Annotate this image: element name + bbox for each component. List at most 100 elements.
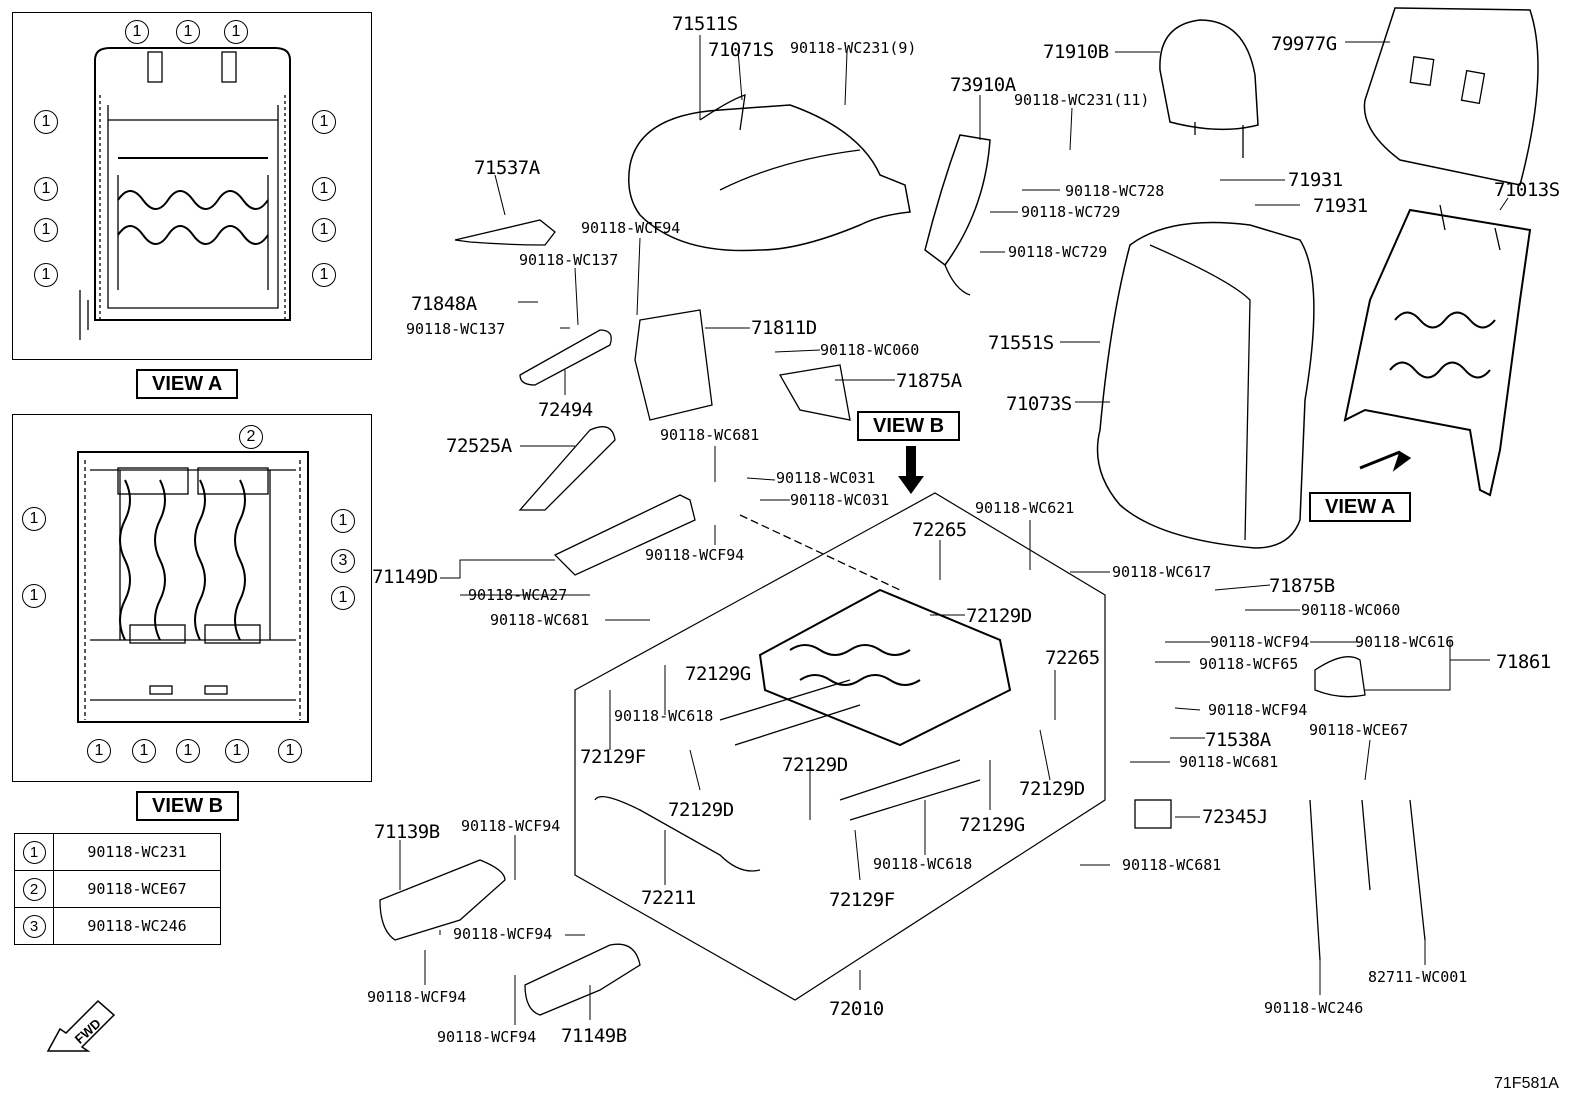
part-label: 72265 bbox=[1045, 647, 1100, 669]
view-a-callout: 1 bbox=[125, 20, 149, 44]
legend-row: 2 90118-WCE67 bbox=[14, 870, 221, 908]
part-label: 90118-WC031 bbox=[790, 491, 890, 509]
part-label: 90118-WC681 bbox=[1122, 856, 1222, 874]
part-label: 73910A bbox=[950, 74, 1016, 96]
part-label: 90118-WCF94 bbox=[453, 925, 553, 943]
part-label: 90118-WCA27 bbox=[468, 586, 568, 604]
part-label: 72129F bbox=[580, 746, 646, 768]
view-b-callout: 1 bbox=[132, 739, 156, 763]
view-b-tag: VIEW B bbox=[136, 791, 240, 821]
legend-row: 3 90118-WC246 bbox=[14, 907, 221, 945]
view-a-inset bbox=[12, 12, 372, 360]
part-label: 72129F bbox=[829, 889, 895, 911]
view-b-callout: 3 bbox=[331, 549, 355, 573]
view-b-callout: 2 bbox=[239, 425, 263, 449]
legend-num: 2 bbox=[22, 877, 46, 901]
part-label: 71149D bbox=[372, 566, 438, 588]
view-a-tag-main: VIEW A bbox=[1309, 492, 1412, 522]
view-a-callout: 1 bbox=[312, 110, 336, 134]
part-label: 71538A bbox=[1205, 729, 1271, 751]
part-label: 90118-WC137 bbox=[406, 320, 506, 338]
part-label: 79977G bbox=[1271, 33, 1337, 55]
part-label: 90118-WC728 bbox=[1065, 182, 1165, 200]
part-label: 72129G bbox=[685, 663, 751, 685]
part-label: 90118-WC618 bbox=[614, 707, 714, 725]
part-label: 90118-WC060 bbox=[1301, 601, 1401, 619]
legend-part: 90118-WC246 bbox=[53, 907, 221, 945]
part-label: 90118-WCF65 bbox=[1199, 655, 1299, 673]
part-label: 71511S bbox=[672, 13, 738, 35]
part-label: 71861 bbox=[1496, 651, 1551, 673]
part-label: 90118-WC729 bbox=[1008, 243, 1108, 261]
part-label: 90118-WCF94 bbox=[581, 219, 681, 237]
view-b-callout: 1 bbox=[331, 509, 355, 533]
view-b-callout: 1 bbox=[331, 586, 355, 610]
legend-row: 1 90118-WC231 bbox=[14, 833, 221, 871]
part-label: 72129D bbox=[782, 754, 848, 776]
part-label: 72525A bbox=[446, 435, 512, 457]
part-label: 90118-WC616 bbox=[1355, 633, 1455, 651]
part-label: 90118-WC246 bbox=[1264, 999, 1364, 1017]
part-label: 71875A bbox=[896, 370, 962, 392]
part-label: 72129D bbox=[1019, 778, 1085, 800]
part-label: 90118-WC231(9) bbox=[790, 39, 917, 57]
legend-num: 3 bbox=[22, 914, 46, 938]
part-label: 90118-WCF94 bbox=[461, 817, 561, 835]
part-label: 72265 bbox=[912, 519, 967, 541]
view-a-callout: 1 bbox=[224, 20, 248, 44]
view-a-callout: 1 bbox=[34, 218, 58, 242]
part-label: 71139B bbox=[374, 821, 440, 843]
legend-part: 90118-WCE67 bbox=[53, 870, 221, 908]
view-a-callout: 1 bbox=[312, 177, 336, 201]
part-label: 82711-WC001 bbox=[1368, 968, 1468, 986]
part-label: 71537A bbox=[474, 157, 540, 179]
part-label: 90118-WC621 bbox=[975, 499, 1075, 517]
part-label: 71551S bbox=[988, 332, 1054, 354]
part-label: 90118-WCF94 bbox=[1210, 633, 1310, 651]
drawing-number: 71F581A bbox=[1494, 1075, 1559, 1092]
part-label: 72129D bbox=[668, 799, 734, 821]
view-b-tag-main: VIEW B bbox=[857, 411, 961, 441]
part-label: 71013S bbox=[1494, 179, 1560, 201]
view-b-arrow-icon bbox=[898, 446, 924, 494]
part-label: 71910B bbox=[1043, 41, 1109, 63]
part-label: 90118-WC729 bbox=[1021, 203, 1121, 221]
part-label: 90118-WC681 bbox=[660, 426, 760, 444]
part-label: 71848A bbox=[411, 293, 477, 315]
legend-num: 1 bbox=[22, 840, 46, 864]
part-label: 71073S bbox=[1006, 393, 1072, 415]
part-label: 90118-WC617 bbox=[1112, 563, 1212, 581]
view-a-callout: 1 bbox=[312, 218, 336, 242]
part-label: 71811D bbox=[751, 317, 817, 339]
view-a-callout: 1 bbox=[34, 263, 58, 287]
part-label: 72494 bbox=[538, 399, 593, 421]
part-label: 71071S bbox=[708, 39, 774, 61]
part-label: 90118-WC618 bbox=[873, 855, 973, 873]
part-label: 72345J bbox=[1202, 806, 1268, 828]
view-b-callout: 1 bbox=[176, 739, 200, 763]
part-label: 90118-WC231(11) bbox=[1014, 91, 1150, 109]
part-label: 90118-WCF94 bbox=[367, 988, 467, 1006]
part-label: 71875B bbox=[1269, 575, 1335, 597]
view-b-frame-drawing bbox=[77, 451, 309, 723]
view-b-callout: 1 bbox=[22, 584, 46, 608]
view-a-tag: VIEW A bbox=[136, 369, 239, 399]
part-label: 72129G bbox=[959, 814, 1025, 836]
part-label: 72211 bbox=[641, 887, 696, 909]
part-label: 90118-WCF94 bbox=[437, 1028, 537, 1046]
view-b-callout: 1 bbox=[22, 507, 46, 531]
view-a-callout: 1 bbox=[34, 177, 58, 201]
view-a-callout: 1 bbox=[34, 110, 58, 134]
part-label: 72010 bbox=[829, 998, 884, 1020]
view-a-callout: 1 bbox=[176, 20, 200, 44]
part-label: 71931 bbox=[1313, 195, 1368, 217]
part-label: 90118-WC060 bbox=[820, 341, 920, 359]
view-a-callout: 1 bbox=[312, 263, 336, 287]
part-label: 90118-WC681 bbox=[490, 611, 590, 629]
legend-part: 90118-WC231 bbox=[53, 833, 221, 871]
part-label: 72129D bbox=[966, 605, 1032, 627]
part-label: 90118-WCF94 bbox=[645, 546, 745, 564]
part-label: 90118-WC137 bbox=[519, 251, 619, 269]
